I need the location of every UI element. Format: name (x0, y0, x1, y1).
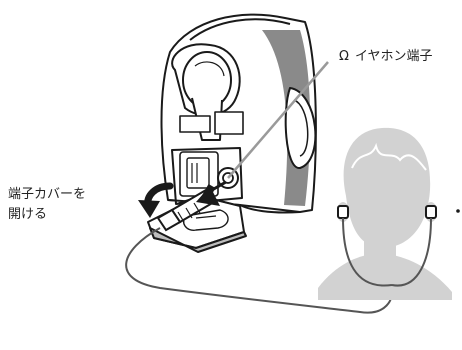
headphone-jack-label: Ω イヤホン端子 (339, 47, 433, 67)
curved-arrow-icon (138, 182, 174, 218)
open-cover-label: 端子カバーを 開ける (8, 185, 86, 225)
terminal-cover (147, 195, 247, 253)
leader-line (227, 61, 329, 179)
cable (125, 227, 394, 314)
earphones (337, 205, 460, 287)
down-arrow-icon (196, 184, 220, 206)
open-cover-text-line1: 端子カバーを (8, 187, 87, 202)
camcorder (160, 13, 317, 214)
headphone-icon: Ω (339, 49, 349, 64)
open-cover-text-line2: 開ける (8, 207, 48, 222)
headphone-jack-text: イヤホン端子 (354, 49, 433, 64)
